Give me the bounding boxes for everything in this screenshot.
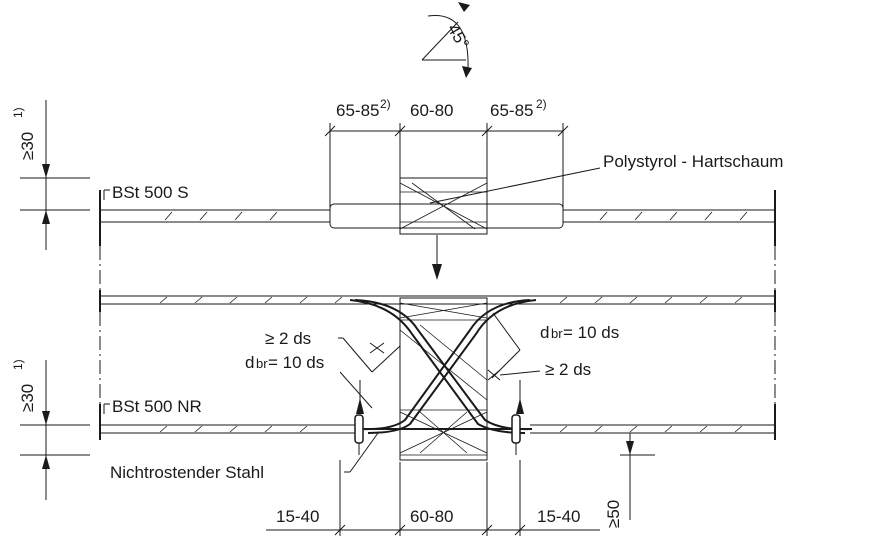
bar-spacing-annotations: ≥ 2 ds d br = 10 ds d br = 10 ds ≥ 2 ds xyxy=(245,312,619,409)
dbr-right-sub: br xyxy=(551,326,563,341)
bottom-cover-note: 1) xyxy=(11,359,25,370)
bottom-dim-middle: 60-80 xyxy=(410,507,453,526)
lower-slab xyxy=(99,290,776,440)
lower-labels: BSt 500 NR Nichtrostender Stahl xyxy=(103,397,379,482)
polystyrol-label: Polystyrol - Hartschaum xyxy=(603,152,783,171)
transition-arrow xyxy=(432,235,442,280)
top-dim-left: 65-85 xyxy=(336,101,379,120)
bst-nr-label: BSt 500 NR xyxy=(112,397,202,416)
top-dimension-chain: 65-85 2) 60-80 65-85 2) xyxy=(324,97,569,210)
bottom-dim-vertical: ≥50 xyxy=(604,500,623,528)
top-dim-middle: 60-80 xyxy=(410,101,453,120)
top-cover-label: ≥30 xyxy=(18,132,37,160)
bottom-dimension-chain: 15-40 60-80 15-40 ≥50 xyxy=(266,433,655,536)
top-cover-note: 1) xyxy=(11,107,25,118)
top-dim-right: 65-85 xyxy=(490,101,533,120)
ds-right-label: ≥ 2 ds xyxy=(545,360,591,379)
top-cover-dimension: ≥30 1) xyxy=(11,100,90,250)
dbr-left-main: d xyxy=(245,353,254,372)
bottom-dim-right: 15-40 xyxy=(537,507,580,526)
dbr-left-sub: br xyxy=(256,356,268,371)
dbr-left-rest: = 10 ds xyxy=(268,353,324,372)
dbr-right-rest: = 10 ds xyxy=(563,323,619,342)
diagonal-bars xyxy=(349,299,537,434)
angle-label: 45° xyxy=(444,21,473,53)
angle-indicator: 45° xyxy=(421,2,473,78)
upper-slab: Polystyrol - Hartschaum BSt 500 S xyxy=(99,152,783,290)
top-dim-left-note: 2) xyxy=(380,97,391,111)
ds-left-label: ≥ 2 ds xyxy=(265,329,311,348)
bottom-cover-dimension: ≥30 1) xyxy=(11,359,90,500)
dbr-right-main: d xyxy=(540,323,549,342)
nirosta-label: Nichtrostender Stahl xyxy=(110,463,264,482)
top-dim-right-note: 2) xyxy=(536,97,547,111)
bst-s-label: BSt 500 S xyxy=(112,183,189,202)
bottom-dim-left: 15-40 xyxy=(276,507,319,526)
bottom-cover-label: ≥30 xyxy=(18,384,37,412)
anchor-heads xyxy=(354,380,524,455)
